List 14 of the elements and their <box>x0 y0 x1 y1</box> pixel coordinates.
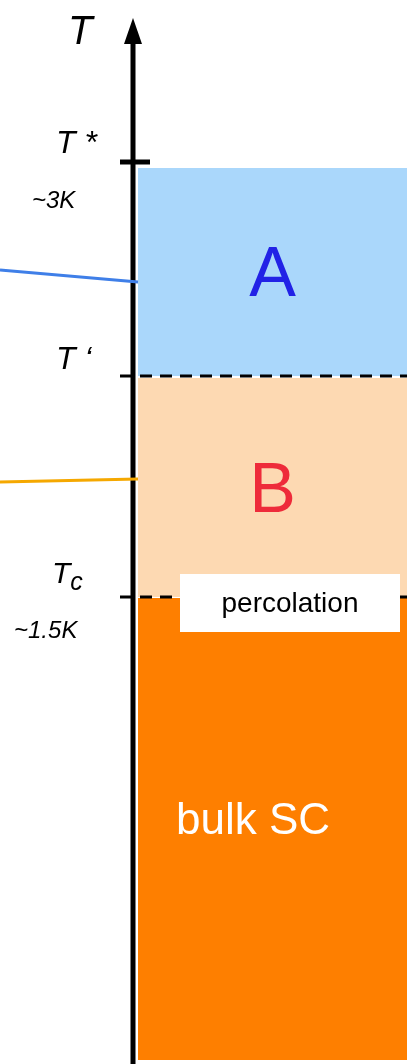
tick-label: T ‘ <box>56 340 92 377</box>
region-label: bulk SC <box>176 797 331 841</box>
region-label: percolation <box>221 589 359 617</box>
region-label: A <box>249 237 296 307</box>
value-label: ~3K <box>32 186 76 214</box>
region-label: B <box>249 452 296 523</box>
leader-line <box>0 268 139 284</box>
tick-label: T * <box>56 124 97 161</box>
region-band <box>138 168 407 376</box>
leader-line <box>0 477 139 484</box>
value-label: ~1.5K <box>14 616 78 644</box>
tick-label: T$_{c}$ <box>52 556 83 596</box>
axis-label: T <box>68 8 93 53</box>
label-box <box>180 574 400 632</box>
